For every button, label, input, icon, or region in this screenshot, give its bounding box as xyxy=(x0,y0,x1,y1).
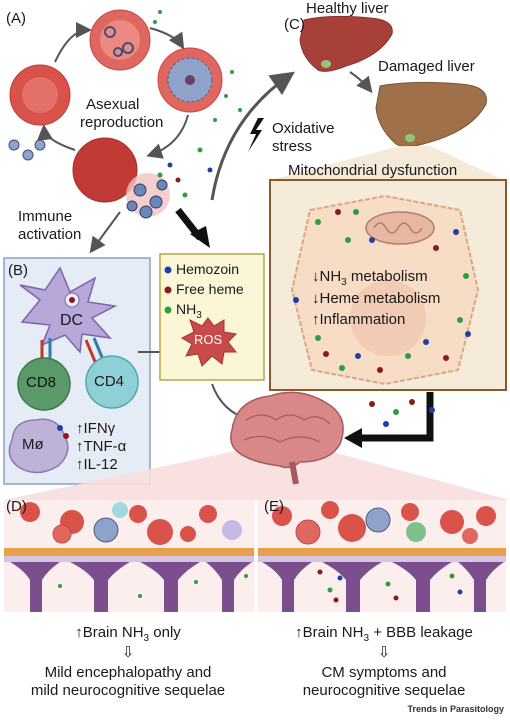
effect-inflammation: ↑Inflammation xyxy=(312,311,406,328)
cytokine-il12: ↑IL-12 xyxy=(76,456,118,473)
legend-free-heme: Free heme xyxy=(176,281,244,297)
oxidative-label-line2: stress xyxy=(272,138,313,155)
cd8-label: CD8 xyxy=(26,374,57,391)
astrocyte-endfeet xyxy=(10,562,504,612)
mito-title: Mitochondrial dysfunction xyxy=(288,162,458,179)
panel-d-letter: (D) xyxy=(6,498,27,515)
panel-e-outcome-line2: neurocognitive sequelae xyxy=(302,682,466,699)
legend-nh3: NH3 xyxy=(176,301,202,321)
brain-zoom-cone xyxy=(4,448,510,500)
cd4-cell xyxy=(85,355,139,409)
panel-b-letter: (B) xyxy=(8,262,28,279)
cd8-cell xyxy=(17,357,71,411)
immune-label-line1: Immune xyxy=(18,208,73,225)
cd4-label: CD4 xyxy=(94,373,125,390)
oxidative-label-line1: Oxidative xyxy=(272,120,335,137)
panel-e-outcome-line1: CM symptoms and xyxy=(321,664,447,681)
ros-burst xyxy=(180,317,238,367)
asexual-label-line2: reproduction xyxy=(80,114,164,131)
macrophage-cell xyxy=(8,418,69,474)
panel-d-finding: ↑Brain NH3 only xyxy=(75,624,181,644)
lightning-icon xyxy=(248,118,264,152)
asexual-cycle xyxy=(8,9,223,254)
asexual-label-line1: Asexual xyxy=(86,96,140,113)
legend-hemozoin: Hemozoin xyxy=(176,261,240,277)
brain-icon xyxy=(230,391,344,485)
effect-nh3-metabolism: ↓NH3 metabolism xyxy=(312,268,428,288)
dendritic-cell-shape xyxy=(19,266,118,354)
rbc-rupture xyxy=(72,137,138,203)
products-box xyxy=(159,253,265,381)
dc-label: DC xyxy=(60,312,84,329)
damaged-liver-label: Damaged liver xyxy=(378,58,475,75)
healthy-liver-label: Healthy liver xyxy=(306,0,389,17)
vessel-lumen-d xyxy=(20,502,242,545)
panel-c-letter: (C) xyxy=(284,16,305,33)
effect-heme-metabolism: ↓Heme metabolism xyxy=(312,290,441,307)
panel-d-outcome-line1: Mild encephalopathy and xyxy=(44,664,212,681)
leak-particles xyxy=(58,569,463,603)
zoom-cone xyxy=(270,146,504,180)
panel-a-letter: (A) xyxy=(6,10,26,27)
healthy-liver xyxy=(299,15,393,72)
cytokine-tnfa: ↑TNF-α xyxy=(76,438,127,455)
panel-e-finding: ↑Brain NH3 + BBB leakage xyxy=(295,624,473,644)
released-particles xyxy=(153,10,242,198)
macrophage-label: Mø xyxy=(22,436,44,453)
mito-particles xyxy=(293,209,471,373)
vessel-lumen-e xyxy=(272,501,496,545)
damaged-liver xyxy=(375,81,487,148)
panel-d-outcome-line2: mild neurocognitive sequelae xyxy=(30,682,226,699)
panel-e-down-arrow: ⇩ xyxy=(377,644,391,661)
cytokine-ifng: ↑IFNγ xyxy=(76,420,116,437)
panel-d-down-arrow: ⇩ xyxy=(121,644,135,661)
endothelium xyxy=(4,548,506,562)
immune-label-line2: activation xyxy=(18,226,82,243)
ros-label: ROS xyxy=(194,332,223,347)
mitochondrion-icon xyxy=(365,211,435,245)
panel-e-letter: (E) xyxy=(264,498,284,515)
journal-credit: Trends in Parasitology xyxy=(407,704,504,714)
